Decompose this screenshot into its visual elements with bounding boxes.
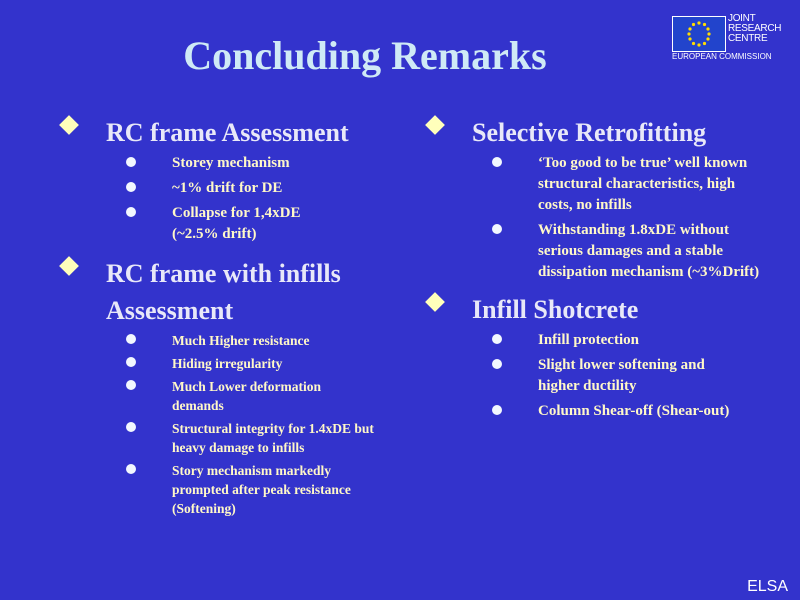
bullet-infill-shotcrete: Infill Shotcrete Infill protection Sligh…	[424, 291, 784, 422]
dot-bullet-icon	[492, 224, 502, 234]
dot-bullet-icon	[126, 464, 136, 474]
list-item: Hiding irregularity	[106, 354, 398, 373]
logo-line: JOINT	[728, 13, 756, 24]
list-item-text: Collapse for 1,4xDE (~2.5% drift)	[172, 205, 301, 242]
dot-bullet-icon	[492, 405, 502, 415]
list-item: Column Shear-off (Shear-out)	[472, 401, 784, 422]
dot-bullet-icon	[126, 380, 136, 390]
dot-bullet-icon	[126, 207, 136, 217]
slide-title: Concluding Remarks	[183, 33, 547, 78]
bullet-heading: RC frame with infills Assessment	[106, 259, 341, 325]
left-column: RC frame Assessment Storey mechanism ~1%…	[58, 114, 398, 526]
dot-bullet-icon	[492, 157, 502, 167]
bullet-heading: Selective Retrofitting	[472, 118, 707, 147]
diamond-bullet-icon	[59, 256, 79, 276]
diamond-bullet-icon	[59, 115, 79, 135]
bullet-heading: Infill Shotcrete	[472, 295, 639, 324]
list-item: Infill protection	[472, 330, 784, 351]
bullet-heading: RC frame Assessment	[106, 118, 349, 147]
eu-flag-icon	[672, 16, 726, 52]
dot-bullet-icon	[492, 334, 502, 344]
bullet-selective-retrofitting: Selective Retrofitting ‘Too good to be t…	[424, 114, 784, 283]
list-item: Much Lower deformation demands	[106, 377, 398, 415]
list-item: Much Higher resistance	[106, 331, 398, 350]
dot-bullet-icon	[126, 422, 136, 432]
dot-bullet-icon	[126, 182, 136, 192]
dot-bullet-icon	[492, 359, 502, 369]
right-column: Selective Retrofitting ‘Too good to be t…	[424, 114, 784, 430]
list-item: Slight lower softening and higher ductil…	[472, 355, 784, 397]
list-item-text: ‘Too good to be true’ well known structu…	[538, 155, 748, 213]
list-item: Storey mechanism	[106, 153, 398, 174]
list-item-text: Much Lower deformation demands	[172, 379, 321, 413]
list-item-text: ~1% drift for DE	[172, 180, 283, 196]
list-item-text: Infill protection	[538, 332, 639, 348]
list-item-text: Slight lower softening and higher ductil…	[538, 357, 705, 394]
list-item: ~1% drift for DE	[106, 178, 398, 199]
list-item-text: Much Higher resistance	[172, 333, 310, 348]
list-item: ‘Too good to be true’ well known structu…	[472, 153, 784, 216]
list-item: Story mechanism markedly prompted after …	[106, 461, 398, 518]
logo-line: RESEARCH	[728, 23, 782, 34]
list-item: Structural integrity for 1.4xDE but heav…	[106, 419, 398, 457]
bullet-rc-infills: RC frame with infills Assessment Much Hi…	[58, 255, 398, 518]
list-item-text: Hiding irregularity	[172, 356, 283, 371]
dot-bullet-icon	[126, 157, 136, 167]
bullet-rc-frame: RC frame Assessment Storey mechanism ~1%…	[58, 114, 398, 245]
logo-text: JOINT RESEARCH CENTRE	[728, 14, 781, 44]
logo-subtitle: EUROPEAN COMMISSION	[672, 52, 772, 61]
list-item-text: Column Shear-off (Shear-out)	[538, 403, 730, 419]
diamond-bullet-icon	[425, 292, 445, 312]
list-item-text: Structural integrity for 1.4xDE but heav…	[172, 421, 374, 455]
list-item-text: Storey mechanism	[172, 155, 290, 171]
list-item: Collapse for 1,4xDE (~2.5% drift)	[106, 203, 398, 245]
list-item-text: Story mechanism markedly prompted after …	[172, 463, 351, 516]
diamond-bullet-icon	[425, 115, 445, 135]
dot-bullet-icon	[126, 334, 136, 344]
list-item: Withstanding 1.8xDE without serious dama…	[472, 220, 784, 283]
jrc-logo: JOINT RESEARCH CENTRE EUROPEAN COMMISSIO…	[672, 14, 790, 62]
logo-line: CENTRE	[728, 33, 768, 44]
footer-label: ELSA	[747, 578, 788, 595]
list-item-text: Withstanding 1.8xDE without serious dama…	[538, 222, 760, 280]
dot-bullet-icon	[126, 357, 136, 367]
